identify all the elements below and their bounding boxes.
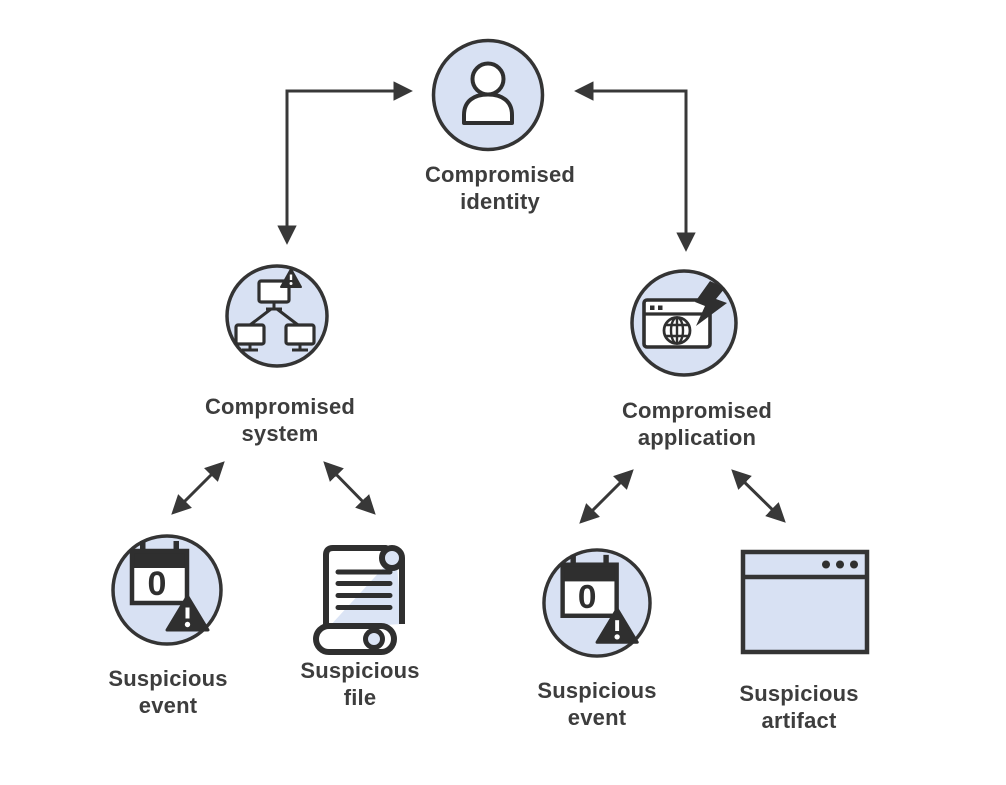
label-suspicious-artifact: Suspicious artifact (739, 681, 859, 733)
svg-text:0: 0 (578, 579, 597, 616)
arrow-identity-system (277, 81, 413, 245)
node-compromised-application (630, 269, 738, 377)
label-compromised-application: Compromised application (621, 398, 773, 450)
calendar-alert-icon: 0 (560, 554, 639, 644)
svg-text:0: 0 (148, 565, 167, 603)
label-suspicious-event-left: Suspicious event (108, 666, 228, 718)
scroll-icon (313, 542, 405, 655)
person-icon (462, 61, 514, 125)
network-computers-alert-icon (234, 268, 316, 352)
arrow-system-event (171, 461, 225, 515)
node-suspicious-artifact (740, 549, 870, 655)
arrow-identity-application (574, 81, 696, 252)
label-compromised-identity: Compromised identity (424, 162, 576, 214)
browser-lightning-icon (642, 281, 727, 349)
arrow-system-file (323, 461, 376, 515)
lightning-bolt-icon (695, 281, 727, 326)
node-suspicious-event-left: 0 (111, 534, 223, 646)
node-suspicious-file (313, 542, 405, 655)
arrow-application-event (579, 469, 634, 524)
label-suspicious-event-right: Suspicious event (537, 678, 657, 730)
label-compromised-system: Compromised system (204, 394, 356, 446)
node-suspicious-event-right: 0 (542, 548, 652, 658)
calendar-alert-icon: 0 (129, 541, 210, 632)
node-compromised-identity (431, 38, 545, 152)
browser-window-icon (740, 549, 870, 655)
node-compromised-system (225, 264, 329, 368)
label-suspicious-file: Suspicious file (300, 658, 420, 710)
globe-icon (662, 316, 692, 345)
window-menu-dots-icon (822, 560, 858, 569)
arrow-application-artifact (731, 469, 786, 523)
